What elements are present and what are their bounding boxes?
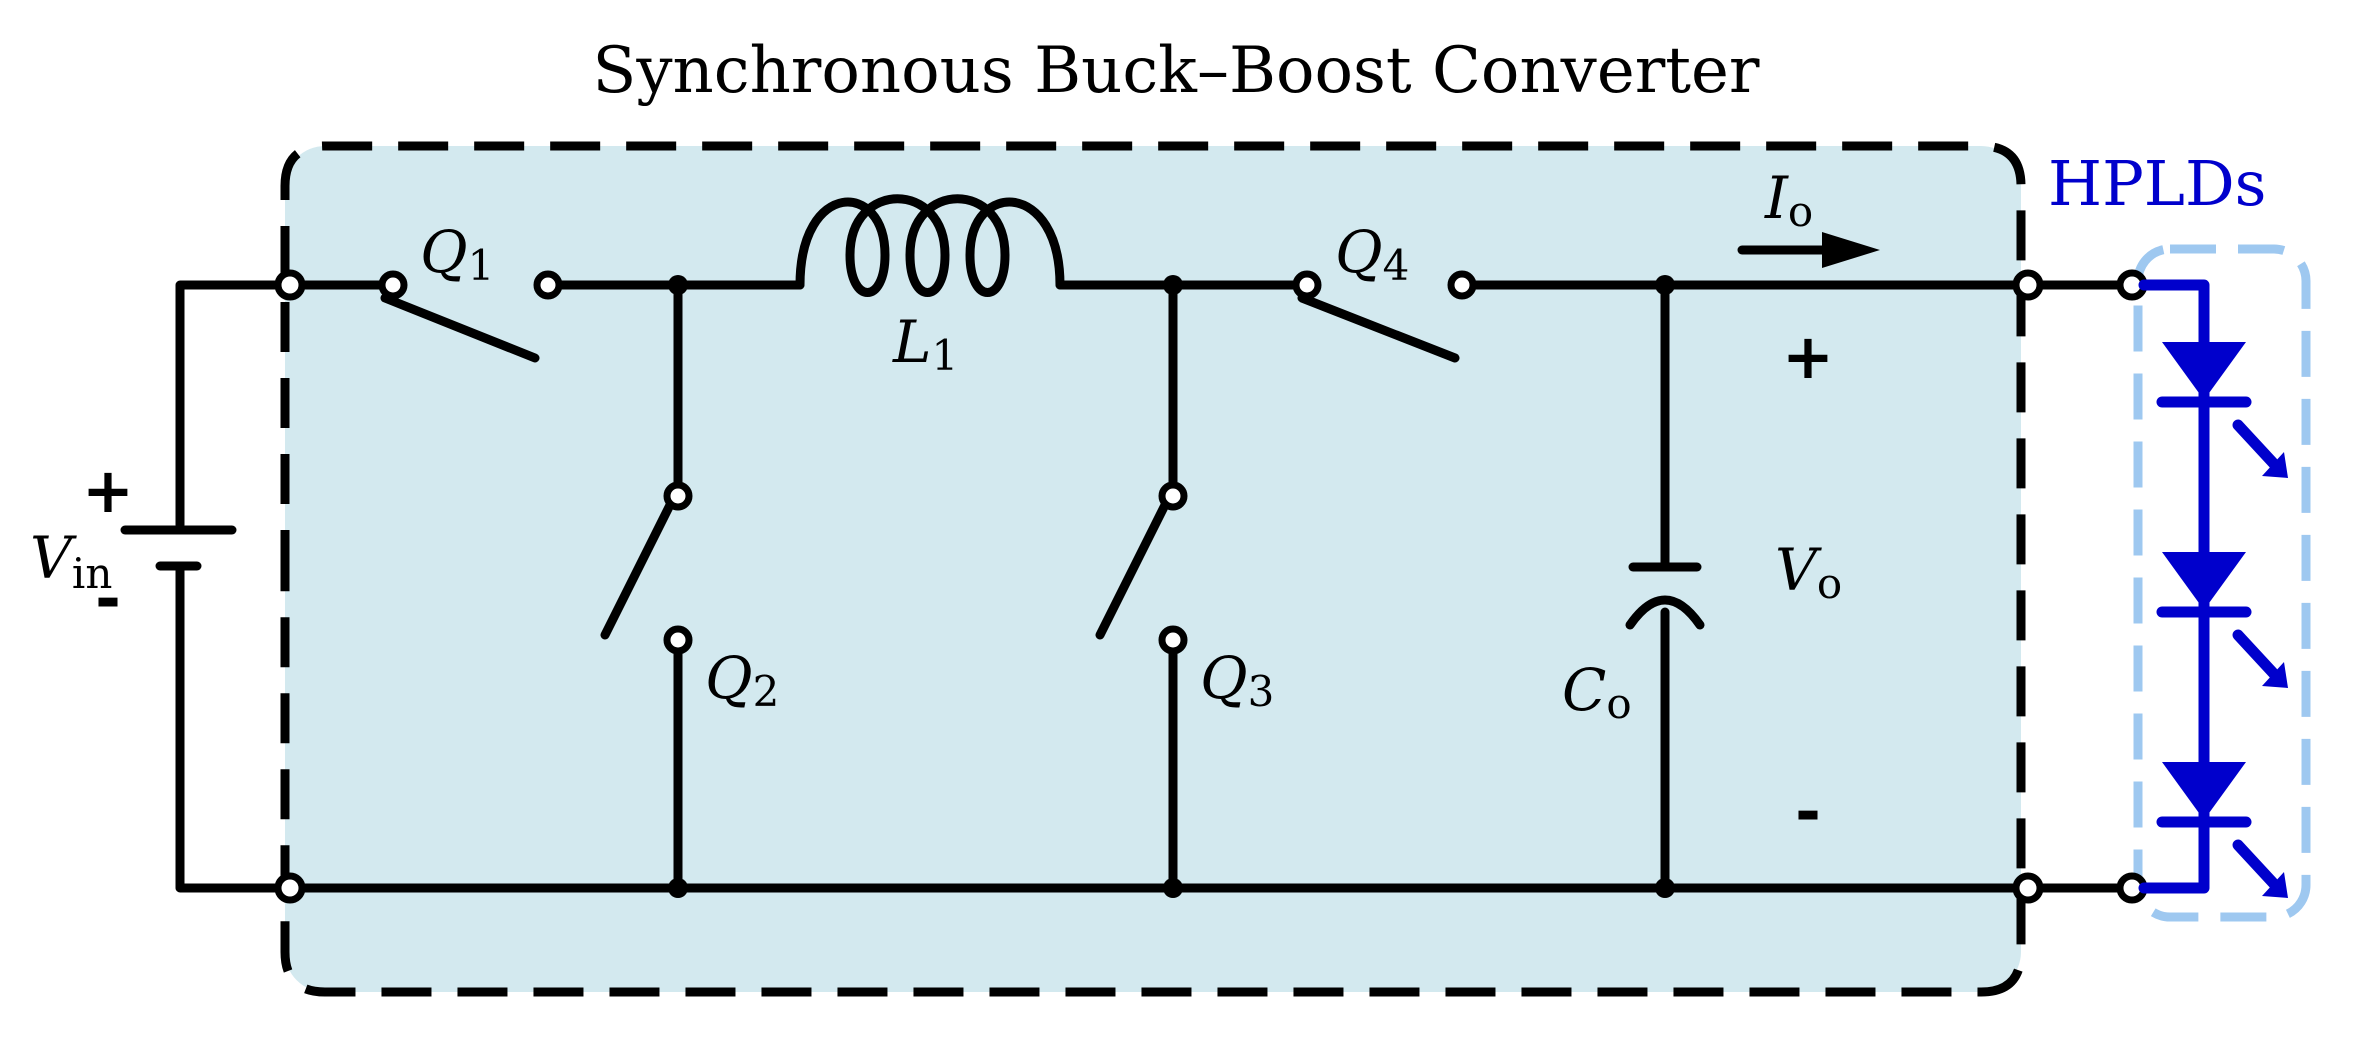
switch-icon: [600, 481, 693, 655]
junction-dots: [668, 275, 1675, 898]
laser-diode-icon: [2156, 762, 2288, 898]
switch-q1: Q1: [378, 218, 563, 363]
arrow-right-icon: [1737, 232, 1880, 268]
capacitor-icon: [1625, 562, 1705, 630]
load-boundary: [2133, 244, 2311, 922]
q1-label: Q1: [420, 218, 494, 290]
output-voltage: + Vo -: [1775, 320, 1842, 848]
switch-icon: [1292, 270, 1477, 363]
io-label: Io: [1764, 164, 1813, 236]
circuit-wiring: [175, 280, 2127, 893]
q2-label: Q2: [705, 644, 779, 716]
output-current: Io: [1737, 164, 1880, 268]
vin-label: Vin: [30, 524, 112, 598]
laser-diode-icon: [2156, 342, 2288, 478]
switch-icon: [1095, 481, 1188, 655]
vin-source: + - Vin: [30, 454, 237, 635]
l1-label: L1: [892, 308, 958, 380]
vin-minus-sign: -: [95, 562, 121, 635]
battery-icon: [120, 525, 237, 571]
inductor-icon: [795, 194, 1065, 297]
vo-label: Vo: [1775, 536, 1842, 608]
load-label: HPLDs: [2048, 147, 2266, 220]
capacitor-co: Co: [1562, 562, 1705, 728]
laser-diode-icon: [2156, 552, 2288, 688]
switch-q2: Q2: [600, 481, 779, 716]
switch-icon: [378, 270, 563, 363]
converter-boundary: [280, 141, 2026, 997]
terminals: [274, 269, 2148, 904]
vin-plus-sign: +: [82, 454, 134, 527]
inductor-l1: L1: [795, 194, 1065, 380]
diagram-title: Synchronous Buck–Boost Converter: [593, 34, 1760, 108]
q4-label: Q4: [1335, 218, 1409, 290]
switch-q4: Q4: [1292, 218, 1477, 363]
laser-diode-string: [2138, 279, 2288, 898]
co-label: Co: [1562, 656, 1632, 728]
switch-q3: Q3: [1095, 481, 1274, 716]
q3-label: Q3: [1200, 644, 1274, 716]
vo-plus-sign: +: [1782, 320, 1834, 393]
vo-minus-sign: -: [1795, 775, 1821, 848]
